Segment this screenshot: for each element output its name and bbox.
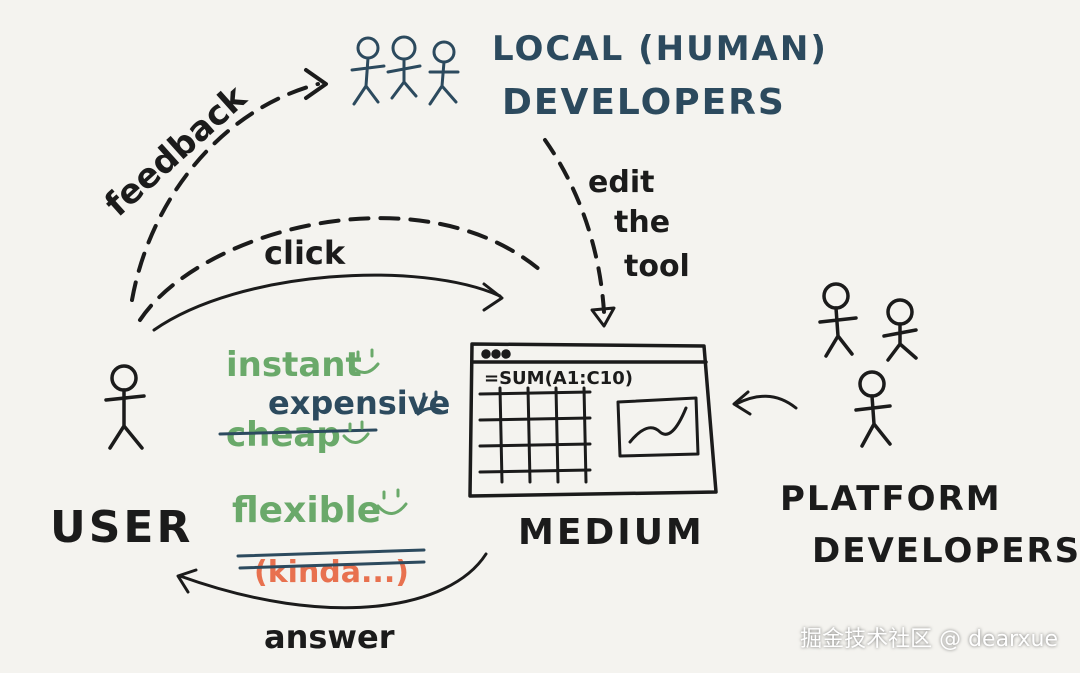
stick-figure [428, 40, 460, 106]
platform-arrowhead [732, 390, 752, 416]
smiley-icon [376, 488, 408, 515]
platform-developers-label-line2: DEVELOPERS [812, 531, 1080, 571]
edit-tool-arrowhead [590, 306, 616, 328]
smiley-icon [342, 420, 370, 444]
kinda-strikethrough [236, 548, 426, 570]
frown-icon [416, 390, 444, 416]
edit-tool-label-line3: tool [624, 249, 690, 284]
user-to-medium-dashed-arc [138, 216, 542, 322]
property-kinda: (kinda...) [254, 555, 409, 590]
property-cheap: cheap [226, 415, 341, 455]
formula-bar: =SUM(A1:C10) [484, 368, 633, 389]
local-developers-figures [350, 35, 460, 106]
answer-arrowhead [176, 568, 198, 594]
stick-figure [882, 298, 918, 362]
feedback-label: feedback [97, 77, 255, 225]
property-flexible: flexible [232, 490, 381, 531]
click-arrow [152, 273, 502, 332]
smiley-icon [350, 348, 380, 374]
medium-window [468, 342, 718, 498]
edit-tool-label-line2: the [614, 205, 670, 240]
stick-figure [386, 35, 422, 100]
stick-figure [350, 36, 386, 106]
edit-tool-label-line1: edit [588, 165, 654, 200]
user-label: USER [50, 502, 193, 553]
click-arrowhead [482, 282, 504, 312]
medium-label: MEDIUM [518, 512, 705, 553]
line-chart-icon [616, 396, 700, 458]
property-instant: instant [226, 345, 362, 385]
click-label: click [264, 234, 346, 272]
edit-tool-arrow [543, 138, 606, 314]
property-expensive: expensive [268, 384, 450, 422]
local-developers-label-line2: DEVELOPERS [502, 82, 786, 123]
watermark: 掘金技术社区 @ dearxue [800, 627, 1058, 652]
feedback-arrow [130, 82, 320, 302]
spreadsheet-grid [478, 386, 592, 484]
platform-developers-label-line1: PLATFORM [780, 479, 1002, 519]
local-developers-label-line1: LOCAL (HUMAN) [492, 29, 828, 69]
feedback-arrowhead [304, 68, 328, 100]
platform-developers-figures [818, 282, 918, 448]
stick-figure [854, 370, 892, 448]
answer-arrow [178, 552, 488, 610]
answer-label: answer [264, 618, 395, 656]
user-figure [104, 364, 146, 450]
stick-figure [818, 282, 858, 358]
platform-to-medium-arrow [734, 394, 798, 410]
